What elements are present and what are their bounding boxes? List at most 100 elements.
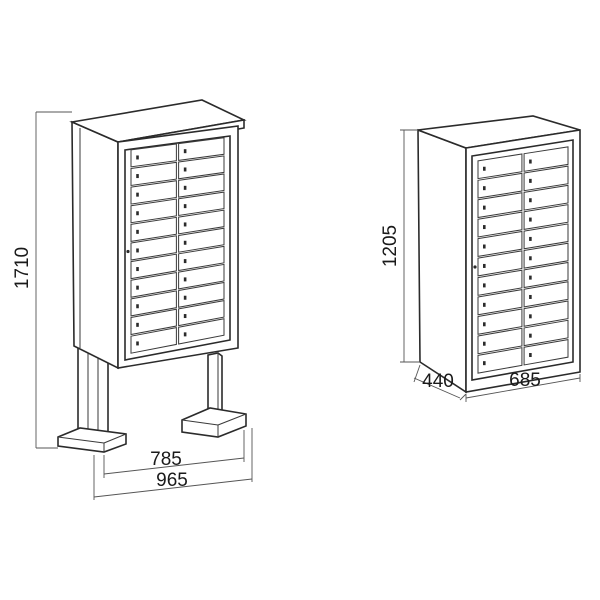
mailbox-door	[477, 288, 523, 316]
mailbox-door	[130, 253, 177, 280]
mailbox-door	[477, 347, 523, 374]
door-lock-icon	[483, 283, 486, 288]
mailbox-door	[523, 165, 569, 192]
mailbox-door	[130, 308, 177, 336]
mailbox-door	[523, 146, 569, 172]
front-base-plate	[181, 407, 247, 438]
mailbox-door-grid	[473, 146, 569, 374]
mailbox-door	[477, 211, 523, 238]
inner-width-dimension: 785	[103, 430, 245, 478]
mailbox-door	[178, 318, 225, 345]
master-lock-icon	[126, 249, 130, 254]
door-lock-icon	[529, 178, 532, 183]
mailbox-door	[178, 281, 225, 308]
door-lock-icon	[483, 263, 486, 268]
width-dimension: 685	[465, 370, 581, 402]
mailbox-door	[477, 308, 523, 335]
door-lock-icon	[183, 222, 187, 227]
door-lock-icon	[483, 322, 486, 327]
mailbox-door	[130, 198, 177, 224]
door-lock-icon	[136, 267, 139, 272]
door-lock-icon	[183, 332, 187, 337]
mailbox-door	[178, 137, 225, 161]
mailbox-door	[477, 269, 523, 296]
mailbox-door	[178, 227, 225, 253]
door-lock-icon	[529, 294, 532, 299]
mailbox-door	[130, 327, 177, 354]
height-label: 1205	[380, 225, 401, 267]
mailbox-door	[477, 153, 523, 180]
door-lock-icon	[183, 240, 187, 245]
mailbox-door	[477, 172, 523, 199]
door-lock-icon	[483, 225, 486, 230]
door-lock-icon	[529, 353, 532, 358]
door-lock-icon	[136, 229, 139, 234]
pedestal-mailbox-unit: 1710 785 965	[12, 99, 253, 500]
mailbox-door	[130, 216, 177, 242]
door-lock-icon	[529, 217, 532, 222]
door-lock-icon	[529, 275, 532, 280]
door-lock-icon	[529, 159, 532, 164]
mailbox-door	[523, 300, 569, 327]
door-lock-icon	[136, 174, 139, 179]
mailbox-door	[477, 192, 523, 219]
outer-width-label: 965	[156, 470, 188, 491]
door-lock-icon	[183, 204, 187, 209]
height-dimension: 1710	[12, 111, 72, 449]
mailbox-door	[178, 155, 225, 180]
cabinet-side-panel	[71, 120, 119, 370]
depth-label: 440	[422, 371, 454, 392]
mailbox-door	[130, 290, 177, 317]
door-lock-icon	[529, 236, 532, 241]
door-lock-icon	[136, 248, 139, 253]
master-lock-icon	[473, 265, 477, 269]
door-lock-icon	[136, 211, 139, 216]
width-label: 685	[509, 370, 541, 391]
door-lock-icon	[529, 333, 532, 338]
mailbox-door	[523, 204, 569, 231]
mailbox-door	[523, 319, 569, 347]
door-lock-icon	[483, 341, 486, 346]
door-lock-icon	[483, 302, 486, 307]
door-lock-icon	[483, 166, 486, 171]
wall-mailbox-unit: 1205 440 685	[380, 115, 581, 402]
door-lock-icon	[183, 295, 187, 300]
door-lock-icon	[136, 341, 139, 346]
mailbox-door	[523, 242, 569, 269]
door-lock-icon	[483, 361, 486, 366]
mailbox-door	[523, 338, 569, 366]
door-lock-icon	[483, 205, 486, 210]
door-lock-icon	[183, 277, 187, 282]
inner-width-label: 785	[150, 449, 182, 470]
outer-width-dimension: 965	[93, 428, 253, 500]
mailbox-door	[523, 281, 569, 308]
mailbox-door	[477, 327, 523, 355]
mailbox-door-grid	[126, 137, 225, 354]
door-lock-icon	[483, 244, 486, 249]
rear-base-plate	[57, 427, 127, 453]
mailbox-door	[178, 173, 225, 198]
mailbox-door	[477, 230, 523, 258]
mailbox-door	[178, 209, 225, 235]
mailbox-door	[178, 263, 225, 290]
mailbox-door	[130, 143, 177, 168]
cabinet-side-panel	[417, 128, 467, 394]
mailbox-door	[130, 271, 177, 298]
door-lock-icon	[183, 167, 187, 172]
door-lock-icon	[136, 285, 139, 290]
door-lock-icon	[529, 198, 532, 203]
door-lock-icon	[183, 149, 187, 154]
door-lock-icon	[183, 185, 187, 190]
mailbox-door	[130, 235, 177, 261]
door-lock-icon	[136, 322, 139, 327]
mailbox-door	[523, 184, 569, 211]
mailbox-door	[178, 300, 225, 327]
height-label: 1710	[12, 247, 33, 289]
mailbox-door	[130, 161, 177, 187]
door-lock-icon	[183, 259, 187, 264]
door-lock-icon	[136, 155, 139, 160]
door-lock-icon	[183, 314, 187, 319]
mailbox-door	[477, 250, 523, 277]
door-lock-icon	[136, 192, 139, 197]
door-lock-icon	[136, 304, 139, 309]
